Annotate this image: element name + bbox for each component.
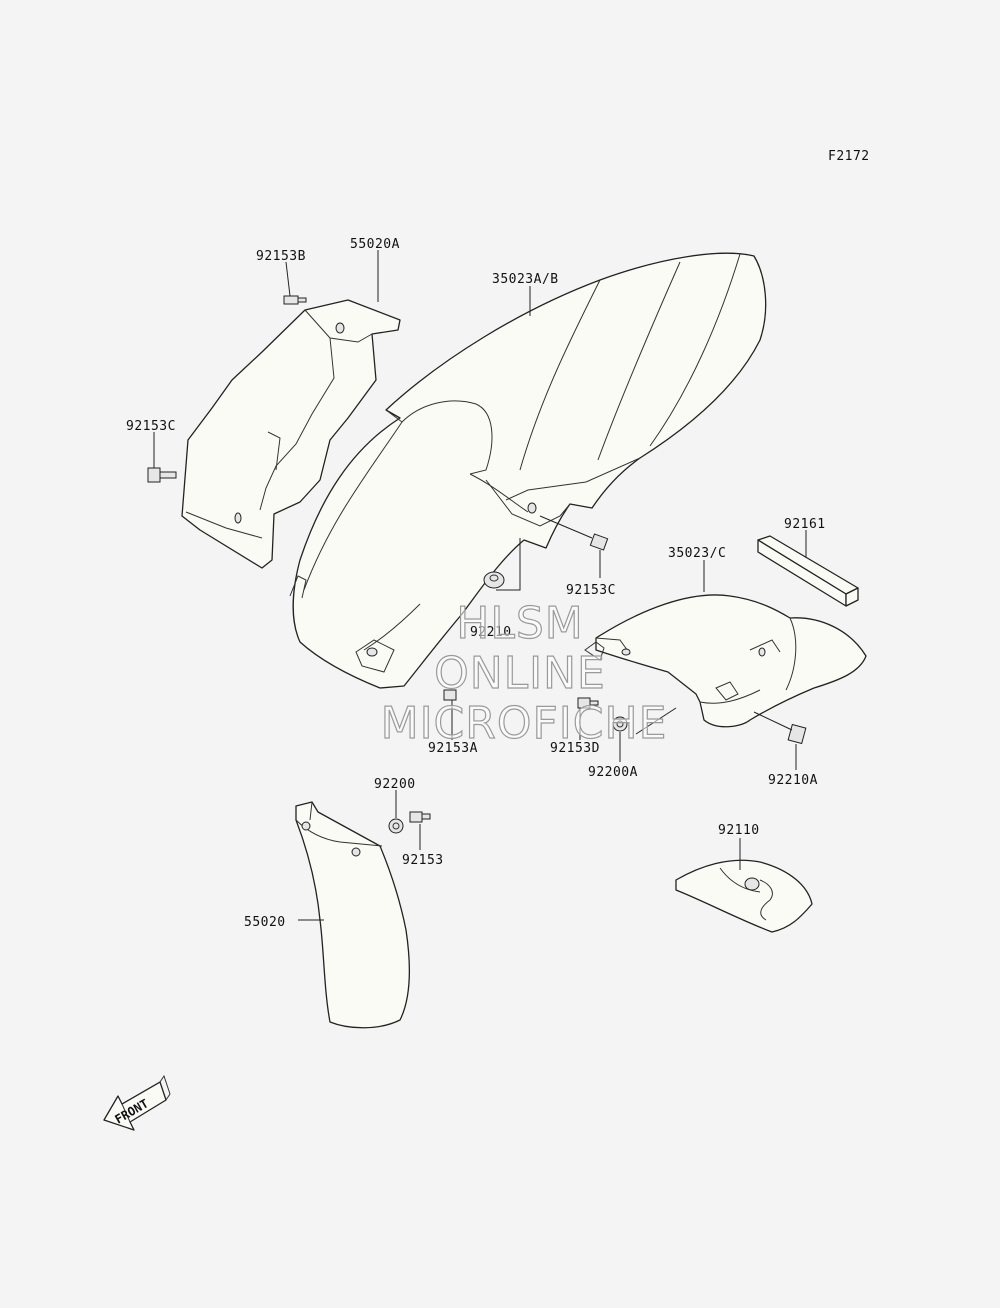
figure-code: F2172: [828, 149, 870, 164]
callout-55020A: 55020A: [350, 237, 400, 252]
bolt-92153C-mid: [539, 515, 609, 551]
grommet-92210: [483, 571, 505, 589]
watermark: HLSM ONLINE MICROFICHE: [380, 597, 668, 749]
leader-lines: [153, 250, 807, 921]
bolt-92153B: [283, 295, 307, 305]
callout-92153D: 92153D: [550, 741, 600, 756]
callout-92153: 92153: [402, 853, 444, 868]
part-55020-flap: [295, 801, 411, 1029]
bolt-92153C-left: [147, 467, 177, 483]
callout-92110: 92110: [718, 823, 760, 838]
bolt-92153: [409, 811, 431, 823]
part-35023C-fender: [584, 594, 867, 728]
callout-92161: 92161: [784, 517, 826, 532]
nut-92210A: [787, 723, 807, 745]
callout-92210A: 92210A: [768, 773, 818, 788]
callout-35023C: 35023/C: [668, 546, 726, 561]
callout-92153A: 92153A: [428, 741, 478, 756]
callout-35023AB: 35023A/B: [492, 272, 559, 287]
callout-55020: 55020: [244, 915, 286, 930]
collar-92200: [388, 818, 404, 834]
watermark-line-1: HLSM: [456, 598, 584, 649]
callout-92153B: 92153B: [256, 249, 306, 264]
part-35023AB-fender: [289, 252, 767, 689]
watermark-line-2: ONLINE: [434, 648, 606, 699]
callout-92153C-left: 92153C: [126, 419, 176, 434]
watermark-line-3: MICROFICHE: [381, 698, 668, 749]
bolt-92153A: [443, 689, 457, 701]
part-55020A-cover: [181, 299, 401, 569]
part-92161-strip: [757, 535, 859, 607]
callout-92153C-mid: 92153C: [566, 583, 616, 598]
callout-labels: 92153B 55020A 35023A/B 92153C 92153C 921…: [126, 237, 826, 930]
front-arrow: FRONT: [103, 1074, 171, 1131]
collar-92200A: [612, 716, 628, 732]
callout-92210: 92210: [470, 625, 512, 640]
callout-92200: 92200: [374, 777, 416, 792]
part-92110-pad: [675, 859, 813, 933]
bolt-92153D: [577, 697, 599, 709]
callout-92200A: 92200A: [588, 765, 638, 780]
